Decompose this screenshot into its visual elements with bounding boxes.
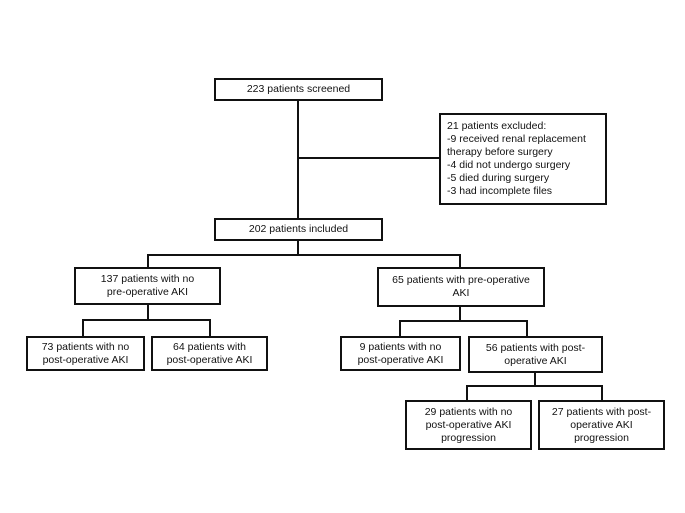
- node-text-line: 65 patients with pre-operative: [392, 274, 530, 286]
- node-excluded: 21 patients excluded:-9 received renal r…: [439, 113, 607, 205]
- node-text-line: 29 patients with no: [424, 405, 513, 418]
- node-text-line: -4 did not undergo surgery: [447, 159, 571, 171]
- node-text-line: 56 patients with post-: [485, 341, 586, 354]
- node-text-line: therapy before surgery: [447, 146, 553, 158]
- node-text-line: 9 patients with no: [359, 340, 442, 353]
- node-text-line: post-operative AKI: [166, 353, 253, 366]
- node-text-line: pre-operative AKI: [106, 286, 189, 298]
- node-text-line: post-operative AKI: [357, 353, 444, 366]
- node-text-line: -5 died during surgery: [447, 172, 550, 184]
- node-text-line: progression: [574, 431, 629, 444]
- node-text-line: 202 patients included: [248, 223, 349, 235]
- node-text-line: -3 had incomplete files: [447, 185, 553, 197]
- node-text-line: 64 patients with: [173, 340, 246, 353]
- node-text-line: progression: [441, 431, 496, 444]
- node-screened: 223 patients screened: [214, 78, 383, 101]
- node-text-line: 137 patients with no: [100, 273, 195, 285]
- node-text-line: 27 patients with post-: [551, 405, 652, 418]
- node-text-line: post-operative AKI: [425, 418, 512, 431]
- node-text-line: -9 received renal replacement: [447, 133, 586, 145]
- node-text-line: AKI: [452, 287, 470, 299]
- node-included: 202 patients included: [214, 218, 383, 241]
- node-text-line: post-operative AKI: [42, 353, 129, 366]
- node-text-line: 73 patients with no: [41, 340, 130, 353]
- node-text-line: 21 patients excluded:: [447, 120, 547, 132]
- node-preop-postop-aki: 56 patients with post-operative AKI: [468, 336, 603, 373]
- node-text-line: 223 patients screened: [246, 83, 351, 95]
- node-text-line: operative AKI: [504, 354, 567, 367]
- node-text-line: operative AKI: [570, 418, 633, 431]
